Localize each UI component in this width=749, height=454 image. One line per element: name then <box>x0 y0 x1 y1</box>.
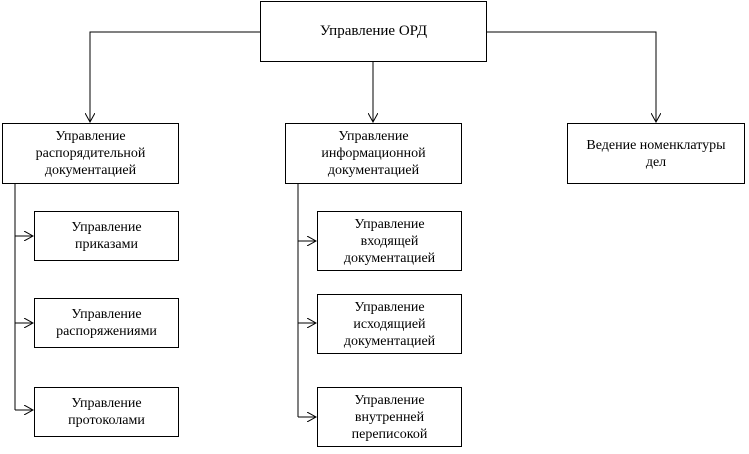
branch-node-label: Управление информационной документацией <box>321 129 426 178</box>
root-node-label: Управление ОРД <box>319 23 428 39</box>
leaf-node-label: Управление входящей документацией <box>343 216 436 266</box>
leaf-node-directives: Управление распоряжениями <box>34 298 179 348</box>
leaf-node-label: Управление приказами <box>71 220 142 252</box>
leaf-node-outgoing-docs: Управление исходящией документацией <box>317 294 462 354</box>
branch-node-label: Ведение номенклатуры дел <box>586 137 726 170</box>
leaf-node-label: Управление исходящией документацией <box>343 299 436 349</box>
leaf-node-label: Управление внутренней переписокой <box>351 392 428 442</box>
connector-root-to-branch-1 <box>90 31 260 122</box>
leaf-node-label: Управление протоколами <box>68 396 145 428</box>
branch-node-informational-docs: Управление информационной документацией <box>285 123 462 184</box>
branch-node-label: Управление распорядительной документацие… <box>35 129 146 178</box>
leaf-node-label: Управление распоряжениями <box>56 307 157 339</box>
leaf-node-internal-correspondence: Управление внутренней переписокой <box>317 387 462 447</box>
leaf-node-protocols: Управление протоколами <box>34 387 179 437</box>
root-node: Управление ОРД <box>260 1 487 62</box>
branch-node-case-nomenclature: Ведение номенклатуры дел <box>567 123 745 184</box>
leaf-node-orders: Управление приказами <box>34 211 179 261</box>
leaf-node-incoming-docs: Управление входящей документацией <box>317 211 462 271</box>
branch-node-administrative-docs: Управление распорядительной документацие… <box>2 123 179 184</box>
connector-root-to-branch-3 <box>487 31 656 122</box>
